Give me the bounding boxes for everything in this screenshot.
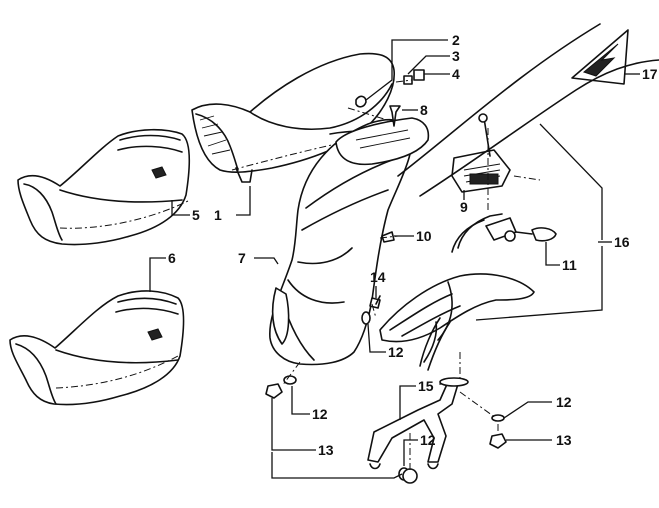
callout-2: 2 <box>452 32 460 48</box>
assembly-lines <box>55 79 541 470</box>
callout-16: 16 <box>614 234 630 250</box>
callout-10: 10 <box>416 228 432 244</box>
callout-4: 4 <box>452 66 460 82</box>
callout-12-lower: 12 <box>312 406 328 422</box>
callout-labels: 1 2 3 4 5 6 7 8 9 10 11 12 12 12 12 13 1… <box>168 32 658 458</box>
callout-13-right: 13 <box>556 432 572 448</box>
callout-1: 1 <box>214 207 222 223</box>
callout-9: 9 <box>460 199 468 215</box>
callout-6: 6 <box>168 250 176 266</box>
turn-signal-part-11 <box>515 227 557 242</box>
frame-outline-curve <box>397 23 659 197</box>
callout-12-bottom: 12 <box>420 432 436 448</box>
rear-fender-part-7 <box>269 118 413 366</box>
callout-12-fender: 12 <box>388 344 404 360</box>
callout-14: 14 <box>370 269 386 285</box>
tail-tray <box>335 117 430 166</box>
callout-8: 8 <box>420 102 428 118</box>
hardware-fasteners <box>265 69 507 484</box>
callout-7: 7 <box>238 250 246 266</box>
callout-3: 3 <box>452 48 460 64</box>
callout-17: 17 <box>642 66 658 82</box>
callout-11: 11 <box>562 257 577 273</box>
grab-rail-part-15 <box>367 377 469 470</box>
seat-part-5 <box>17 128 191 246</box>
leader-lines <box>149 39 640 479</box>
callout-15: 15 <box>418 378 434 394</box>
callout-5: 5 <box>192 207 200 223</box>
seat-part-6 <box>9 290 185 406</box>
callout-13-lower: 13 <box>318 442 334 458</box>
callout-12-right: 12 <box>556 394 572 410</box>
